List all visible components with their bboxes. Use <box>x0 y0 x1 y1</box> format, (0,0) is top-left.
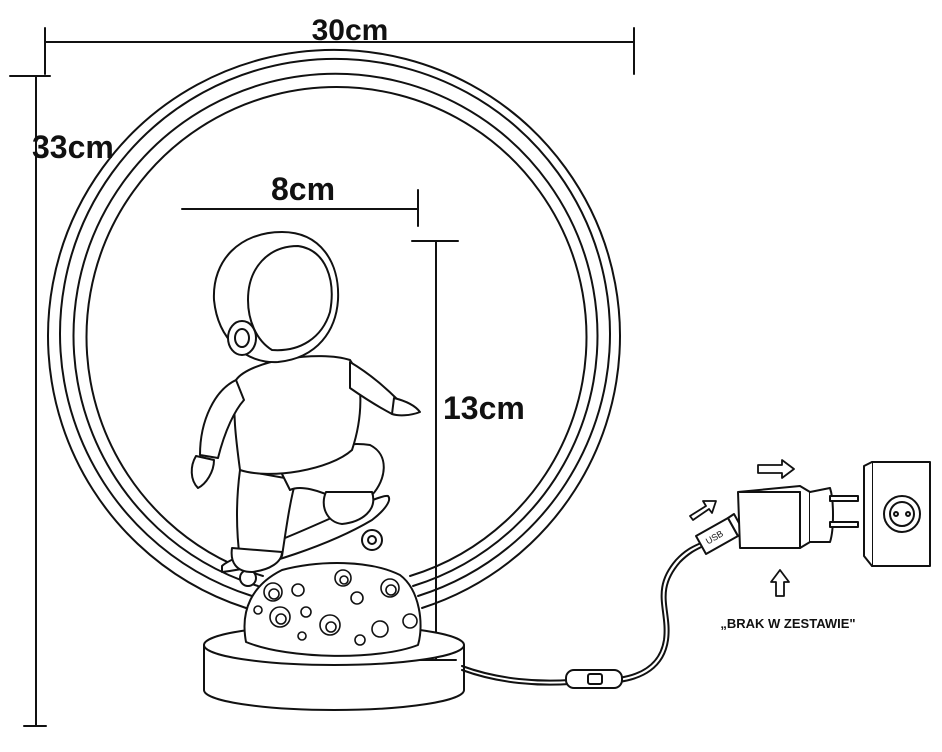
usb-power-adapter <box>737 485 859 549</box>
charger-arrow <box>757 459 795 479</box>
figure-width-dimension <box>181 189 419 227</box>
width-label: 30cm <box>312 14 389 47</box>
height-label: 33cm <box>32 129 114 165</box>
lamp-ring <box>47 48 621 609</box>
plug-in-arrow <box>689 500 717 521</box>
inline-switch <box>565 669 623 689</box>
up-arrow <box>770 569 790 597</box>
width-dimension <box>44 27 635 75</box>
astronaut-figure <box>190 231 421 587</box>
not-included-note: „BRAK W ZESTAWIE" <box>720 616 855 631</box>
figure-height-label: 13cm <box>443 390 525 426</box>
moon-rock <box>243 562 422 657</box>
figure-width-label: 8cm <box>271 171 335 207</box>
power-cable <box>461 539 709 686</box>
height-dimension <box>9 75 51 727</box>
wall-socket <box>863 461 931 567</box>
